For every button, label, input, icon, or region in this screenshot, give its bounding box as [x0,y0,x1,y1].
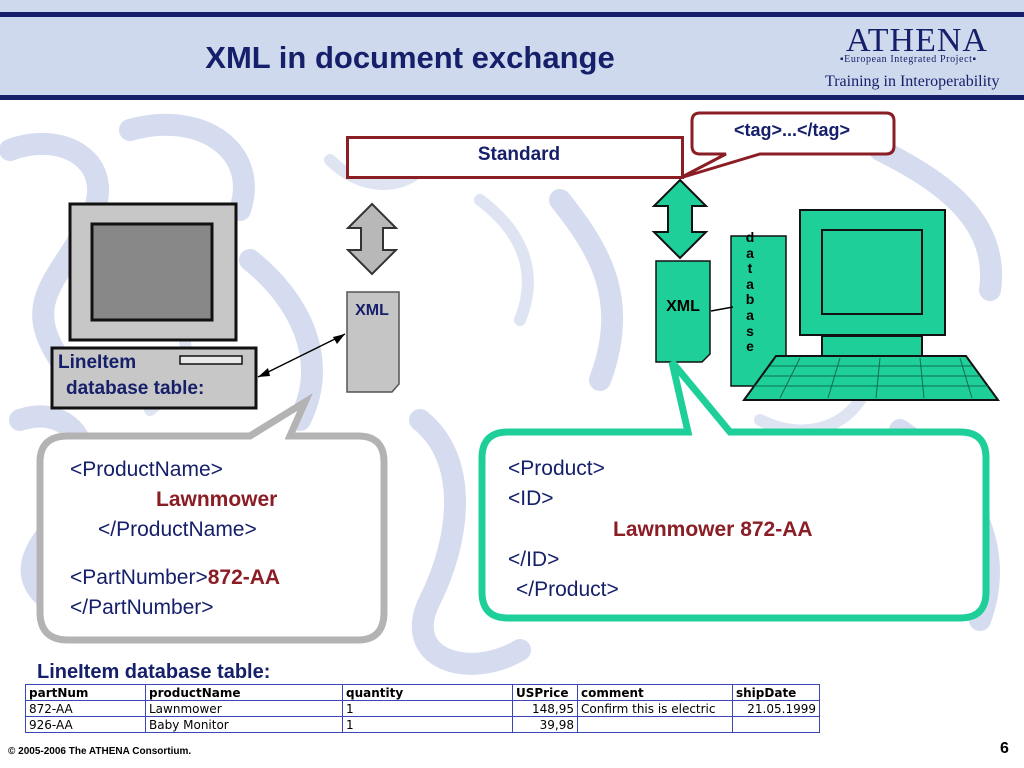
arrowhead-left-a [258,368,270,377]
left-computer [50,202,258,410]
table-cell [577,716,733,733]
partnumber-value: 872-AA [207,566,281,589]
table-row: 926-AA Baby Monitor 1 39,98 [25,716,820,733]
table-cell: 872-AA [25,700,146,717]
tag-callout [679,111,896,180]
column-header: productName [145,684,343,701]
database-vertical-label: d a t a b a s e [738,229,762,355]
left-code-line-3: </ProductName> [98,518,257,541]
table-row: 872-AA Lawnmower 1 148,95 Confirm this i… [25,700,820,717]
gray-double-arrow [345,202,399,276]
database-letter: s [746,322,754,339]
table-cell: Baby Monitor [145,716,343,733]
table-cell [732,716,820,733]
left-code-line-4: <PartNumber>872-AA [70,566,280,590]
table-cell: 21.05.1999 [732,700,820,717]
arrowhead-left-b [333,334,345,344]
left-code-line-2: Lawnmower [156,488,278,511]
right-code-bubble [478,359,990,622]
page-number: 6 [1000,740,1009,757]
right-code-line-2: <ID> [508,487,554,510]
footer-copyright: © 2005-2006 The ATHENA Consortium. [8,746,192,757]
connector-arrow-right [710,306,734,312]
column-header: partNum [25,684,146,701]
background-map-decoration [0,113,1003,675]
slide-title: XML in document exchange [205,40,615,75]
athena-logo-tagline: Training in Interoperability [825,73,1000,90]
lineitem-label-line2: database table: [66,378,205,399]
table-cell: 1 [342,700,513,717]
teal-double-arrow [651,178,709,260]
database-letter: a [746,244,754,261]
column-header: USPrice [512,684,578,701]
right-code-line-1: <Product> [508,457,605,480]
table-cell: Confirm this is electric [577,700,733,717]
left-code-line-1: <ProductName> [70,458,223,481]
xml-document-left [346,291,400,393]
column-header: comment [577,684,733,701]
database-letter: t [747,260,753,277]
table-cell: Lawnmower [145,700,343,717]
column-header: shipDate [732,684,820,701]
xml-left-label: XML [355,302,389,319]
athena-logo-subtitle: ▪European Integrated Project▪ [840,54,977,65]
left-code-line-5: </PartNumber> [70,596,214,619]
tag-example-label: <tag>...</tag> [733,120,851,140]
database-letter: a [746,275,754,292]
xml-right-label: XML [666,298,700,315]
connector-arrow-left [257,333,346,378]
column-header: quantity [342,684,513,701]
right-code-line-4: </ID> [508,548,560,571]
right-computer [742,209,1000,401]
table-cell: 148,95 [512,700,578,717]
database-letter: a [746,306,754,323]
database-letter: d [745,229,755,245]
lineitem-table: partNum productName quantity USPrice com… [25,684,820,733]
athena-logo-name: ATHENA [846,22,988,59]
table-header-row: partNum productName quantity USPrice com… [25,684,820,701]
right-code-line-3: Lawnmower 872-AA [613,518,813,541]
left-code-bubble [36,393,388,644]
database-letter: e [746,338,754,355]
database-letter: b [745,291,755,308]
xml-document-right [655,260,711,363]
table-cell: 1 [342,716,513,733]
partnumber-open-tag: <PartNumber> [70,566,208,589]
table-caption: LineItem database table: [37,661,271,683]
table-cell: 926-AA [25,716,146,733]
standard-label: Standard [477,144,561,165]
right-code-line-5: </Product> [516,578,619,601]
header-bottom-rule [0,95,1024,100]
header-top-rule [0,12,1024,17]
lineitem-label-line1: LineItem [58,352,137,373]
standard-box [346,136,684,179]
table-cell: 39,98 [512,716,578,733]
